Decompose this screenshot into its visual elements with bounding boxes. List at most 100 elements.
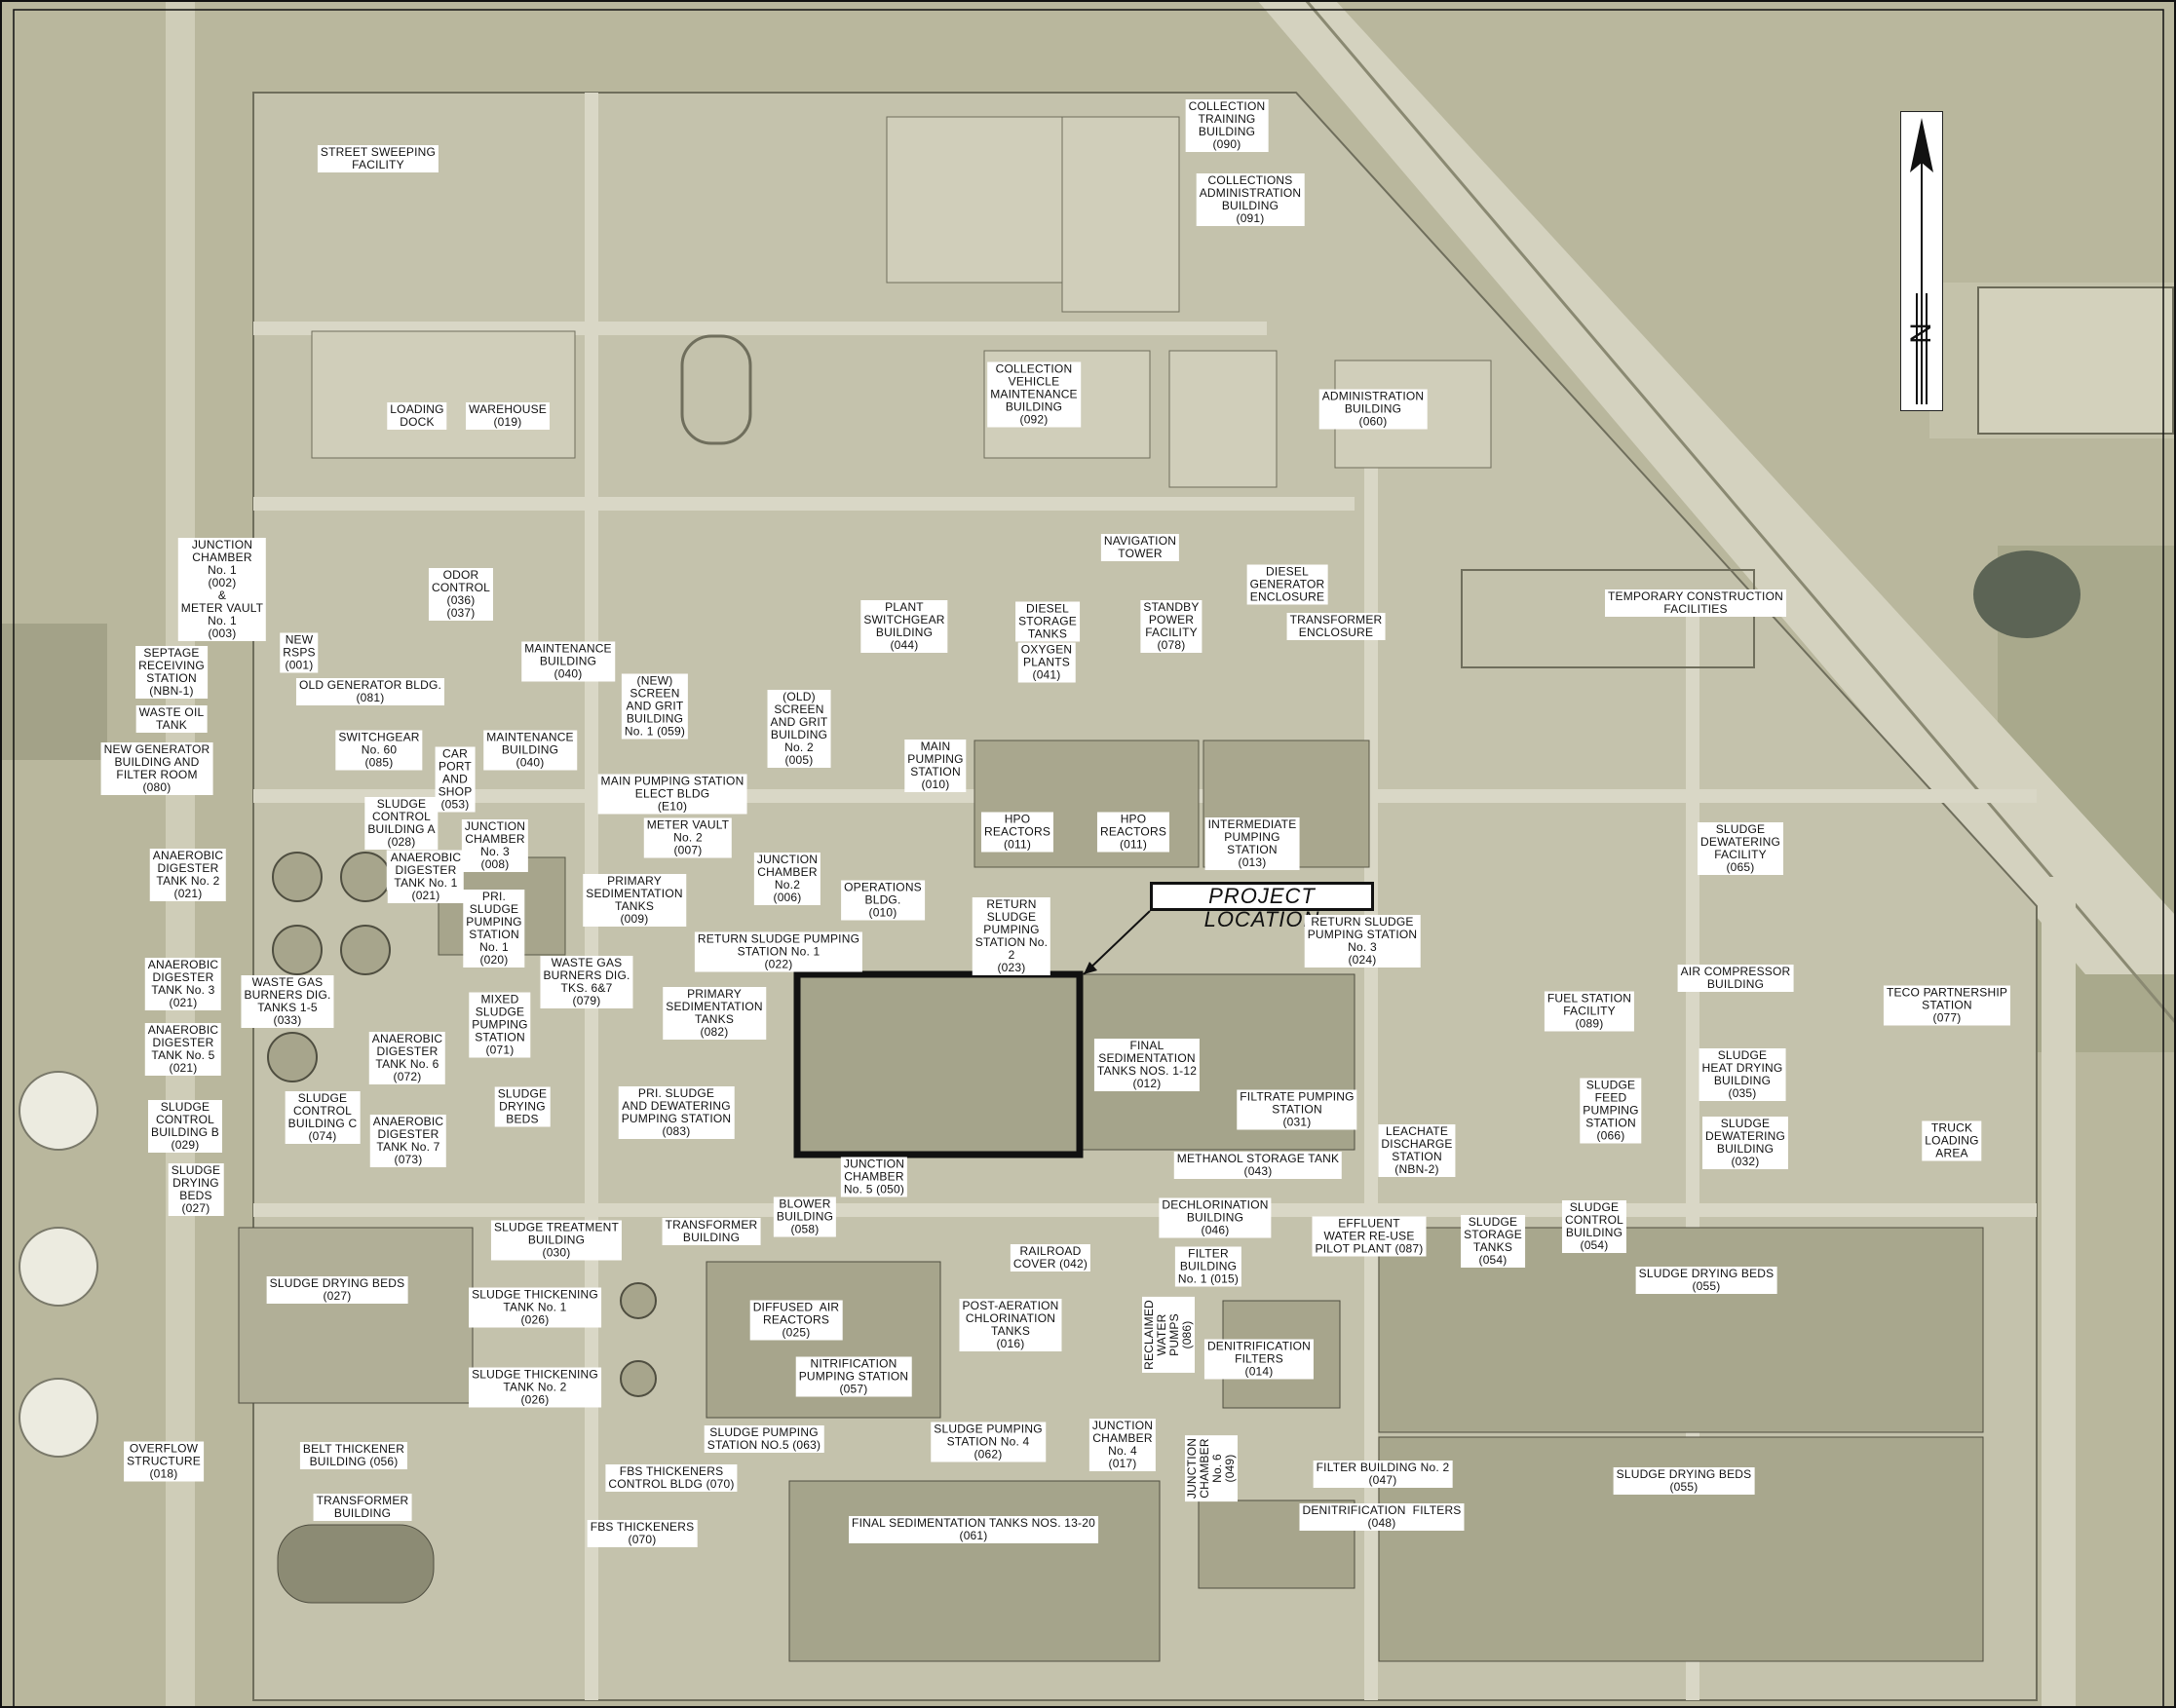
label-filtrate-pumping-station: FILTRATE PUMPING STATION (031) [1237, 1089, 1357, 1130]
label-reclaimed-water-pumps: RECLAIMED WATER PUMPS (086) [1142, 1297, 1195, 1373]
label-navigation-tower: NAVIGATION TOWER [1100, 534, 1180, 561]
label-collection-training-building: COLLECTION TRAINING BUILDING (090) [1185, 99, 1269, 152]
label-transformer-enclosure: TRANSFORMER ENCLOSURE [1286, 613, 1386, 640]
label-final-sedimentation-tanks-13-20: FINAL SEDIMENTATION TANKS NOS. 13-20 (06… [849, 1516, 1098, 1543]
label-transformer-building-upper: TRANSFORMER BUILDING [662, 1218, 761, 1245]
label-junction-chamber-5: JUNCTION CHAMBER No. 5 (050) [840, 1157, 908, 1197]
label-junction-chamber-6: JUNCTION CHAMBER No. 6 (049) [1185, 1434, 1238, 1502]
label-sludge-dewatering-facility: SLUDGE DEWATERING FACILITY (065) [1698, 822, 1783, 875]
label-old-screen-grit-building-2: (OLD) SCREEN AND GRIT BUILDING No. 2 (00… [767, 690, 831, 768]
label-diesel-storage-tanks: DIESEL STORAGE TANKS [1015, 601, 1080, 642]
label-diffused-air-reactors: DIFFUSED AIR REACTORS (025) [749, 1300, 843, 1341]
label-sludge-storage-tanks: SLUDGE STORAGE TANKS (054) [1461, 1215, 1525, 1268]
north-arrow-icon [1910, 118, 1933, 404]
label-methanol-storage-tank: METHANOL STORAGE TANK (043) [1173, 1152, 1343, 1179]
label-fbs-thickeners: FBS THICKENERS (070) [587, 1520, 698, 1547]
label-belt-thickener-building: BELT THICKENER BUILDING (056) [299, 1442, 408, 1469]
label-sludge-control-building-54: SLUDGE CONTROL BUILDING (054) [1561, 1200, 1627, 1253]
north-letter: N [1905, 323, 1937, 344]
label-diesel-generator-enclosure: DIESEL GENERATOR ENCLOSURE [1246, 564, 1328, 605]
label-waste-oil-tank: WASTE OIL TANK [135, 705, 208, 733]
label-blower-building: BLOWER BUILDING (058) [773, 1196, 837, 1237]
label-sludge-treatment-building: SLUDGE TREATMENT BUILDING (030) [490, 1220, 623, 1261]
label-hpo-reactors-east: HPO REACTORS (011) [1096, 812, 1170, 853]
label-maintenance-building-lower: MAINTENANCE BUILDING (040) [483, 730, 577, 771]
label-mixed-sludge-pumping-station: MIXED SLUDGE PUMPING STATION (071) [469, 992, 531, 1058]
label-leachate-discharge-station: LEACHATE DISCHARGE STATION (NBN-2) [1378, 1124, 1456, 1177]
label-street-sweeping-facility: STREET SWEEPING FACILITY [317, 145, 439, 172]
label-teco-partnership-station: TECO PARTNERSHIP STATION (077) [1883, 985, 2011, 1026]
label-sludge-pumping-station-5: SLUDGE PUMPING STATION NO.5 (063) [704, 1425, 824, 1453]
label-main-pumping-station: MAIN PUMPING STATION (010) [904, 740, 967, 792]
label-sludge-dewatering-building: SLUDGE DEWATERING BUILDING (032) [1702, 1117, 1788, 1169]
label-temporary-construction-facilities: TEMPORARY CONSTRUCTION FACILITIES [1605, 589, 1786, 617]
label-septage-receiving-station: SEPTAGE RECEIVING STATION (NBN-1) [135, 646, 208, 699]
label-oxygen-plants: OXYGEN PLANTS (041) [1017, 642, 1076, 683]
label-sludge-control-building-a: SLUDGE CONTROL BUILDING A (028) [364, 797, 439, 850]
label-hpo-reactors-west: HPO REACTORS (011) [980, 812, 1054, 853]
label-plant-switchgear-building: PLANT SWITCHGEAR BUILDING (044) [860, 600, 948, 653]
label-loading-dock: LOADING DOCK [387, 402, 447, 430]
label-maintenance-building-upper: MAINTENANCE BUILDING (040) [521, 641, 615, 682]
label-transformer-building-lower: TRANSFORMER BUILDING [313, 1494, 412, 1521]
label-air-compressor-building: AIR COMPRESSOR BUILDING [1677, 965, 1794, 992]
label-filter-building-1: FILTER BUILDING No. 1 (015) [1174, 1246, 1242, 1287]
label-fbs-thickeners-control-bldg: FBS THICKENERS CONTROL BLDG (070) [605, 1464, 738, 1492]
label-primary-sedimentation-tanks-9: PRIMARY SEDIMENTATION TANKS (009) [583, 874, 686, 927]
label-odor-control: ODOR CONTROL (036) (037) [428, 568, 494, 621]
label-effluent-water-reuse-pilot-plant: EFFLUENT WATER RE-USE PILOT PLANT (087) [1312, 1216, 1427, 1257]
label-overflow-structure: OVERFLOW STRUCTURE (018) [124, 1441, 204, 1482]
label-anaerobic-digester-7: ANAEROBIC DIGESTER TANK No. 7 (073) [369, 1115, 447, 1167]
label-pri-sludge-dewatering-pumping-station: PRI. SLUDGE AND DEWATERING PUMPING STATI… [618, 1086, 735, 1139]
label-sludge-thickening-tank-1: SLUDGE THICKENING TANK No. 1 (026) [469, 1287, 601, 1328]
label-fuel-station-facility: FUEL STATION FACILITY (089) [1544, 991, 1635, 1032]
label-intermediate-pumping-station: INTERMEDIATE PUMPING STATION (013) [1204, 817, 1300, 870]
label-sludge-thickening-tank-2: SLUDGE THICKENING TANK No. 2 (026) [469, 1367, 601, 1408]
label-anaerobic-digester-5: ANAEROBIC DIGESTER TANK No. 5 (021) [144, 1023, 222, 1076]
label-filter-building-2: FILTER BUILDING No. 2 (047) [1313, 1461, 1453, 1488]
label-anaerobic-digester-2: ANAEROBIC DIGESTER TANK No. 2 (021) [149, 849, 227, 901]
label-warehouse: WAREHOUSE (019) [465, 402, 551, 430]
label-sludge-pumping-station-4: SLUDGE PUMPING STATION No. 4 (062) [931, 1422, 1046, 1462]
label-sludge-feed-pumping-station: SLUDGE FEED PUMPING STATION (066) [1580, 1078, 1642, 1144]
label-junction-chamber-1: JUNCTION CHAMBER No. 1 (002) & METER VAU… [177, 538, 267, 641]
label-anaerobic-digester-3: ANAEROBIC DIGESTER TANK No. 3 (021) [144, 958, 222, 1010]
label-nitrification-pumping-station: NITRIFICATION PUMPING STATION (057) [795, 1356, 912, 1397]
label-return-sludge-pumping-station-1: RETURN SLUDGE PUMPING STATION No. 1 (022… [694, 931, 863, 972]
label-pri-sludge-pumping-station-1: PRI. SLUDGE PUMPING STATION No. 1 (020) [463, 890, 525, 968]
label-administration-building: ADMINISTRATION BUILDING (060) [1318, 389, 1428, 430]
label-junction-chamber-4: JUNCTION CHAMBER No. 4 (017) [1088, 1419, 1157, 1471]
label-sludge-drying-beds-center: SLUDGE DRYING BEDS [494, 1086, 551, 1127]
label-main-pumping-station-elect-bldg: MAIN PUMPING STATION ELECT BLDG (E10) [597, 774, 747, 815]
label-sludge-drying-beds-55-upper: SLUDGE DRYING BEDS (055) [1635, 1267, 1777, 1294]
label-return-sludge-pumping-station-3: RETURN SLUDGE PUMPING STATION No. 3 (024… [1304, 915, 1421, 968]
label-junction-chamber-3: JUNCTION CHAMBER No. 3 (008) [461, 819, 529, 872]
label-meter-vault-2: METER VAULT No. 2 (007) [643, 817, 733, 858]
project-location-callout: PROJECT LOCATION [1150, 882, 1374, 931]
label-denitrification-filters-48: DENITRIFICATION FILTERS (048) [1299, 1503, 1465, 1531]
label-car-port-and-shop: CAR PORT AND SHOP (053) [435, 746, 476, 813]
label-post-aeration-chlorination-tanks: POST-AERATION CHLORINATION TANKS (016) [959, 1299, 1062, 1351]
label-truck-loading-area: TRUCK LOADING AREA [1922, 1120, 1982, 1161]
label-operations-bldg: OPERATIONS BLDG. (010) [841, 880, 925, 921]
label-new-rsps: NEW RSPS (001) [280, 632, 319, 673]
label-anaerobic-digester-72: ANAEROBIC DIGESTER TANK No. 6 (072) [368, 1032, 446, 1084]
label-sludge-drying-beds-27-left: SLUDGE DRYING BEDS (027) [168, 1163, 224, 1216]
label-collections-administration-building: COLLECTIONS ADMINISTRATION BUILDING (091… [1196, 173, 1305, 226]
label-waste-gas-burners-6-7: WASTE GAS BURNERS DIG. TKS. 6&7 (079) [540, 956, 633, 1008]
label-denitrification-filters-14: DENITRIFICATION FILTERS (014) [1203, 1339, 1315, 1380]
label-sludge-drying-beds-27: SLUDGE DRYING BEDS (027) [266, 1276, 408, 1304]
label-old-generator-bldg: OLD GENERATOR BLDG. (081) [295, 678, 445, 705]
north-arrow: N [1900, 111, 1943, 411]
label-collection-vehicle-maintenance-building: COLLECTION VEHICLE MAINTENANCE BUILDING … [987, 361, 1081, 428]
label-railroad-cover: RAILROAD COVER (042) [1010, 1244, 1091, 1272]
label-junction-chamber-2: JUNCTION CHAMBER No.2 (006) [753, 853, 821, 905]
label-sludge-heat-drying-building: SLUDGE HEAT DRYING BUILDING (035) [1699, 1048, 1786, 1101]
label-sludge-control-building-c: SLUDGE CONTROL BUILDING C (074) [285, 1091, 361, 1144]
label-switchgear-60: SWITCHGEAR No. 60 (085) [335, 730, 423, 771]
label-sludge-control-building-b: SLUDGE CONTROL BUILDING B (029) [147, 1100, 223, 1153]
label-standby-power-facility: STANDBY POWER FACILITY (078) [1140, 600, 1203, 653]
label-anaerobic-digester-1: ANAEROBIC DIGESTER TANK No. 1 (021) [387, 851, 465, 903]
label-final-sedimentation-tanks-1-12: FINAL SEDIMENTATION TANKS NOS. 1-12 (012… [1093, 1039, 1201, 1091]
